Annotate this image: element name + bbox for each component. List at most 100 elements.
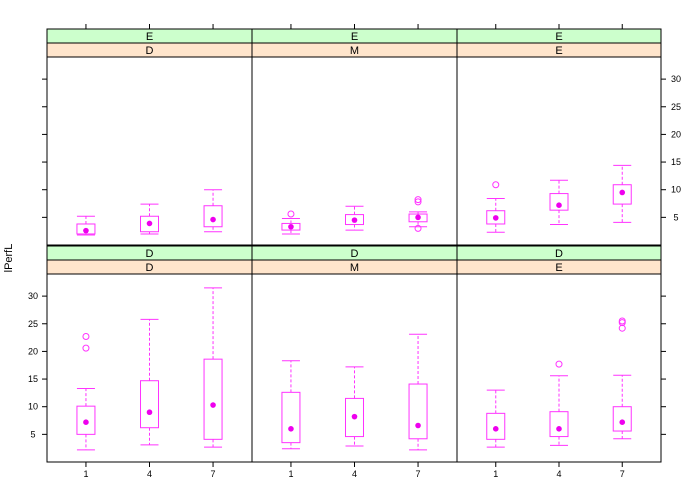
box-iqr (76, 405, 96, 435)
strip-outer-label: D (146, 248, 154, 260)
y-tick-label-right: 15 (671, 157, 681, 167)
box-iqr (140, 215, 159, 233)
x-tick-label: 4 (352, 469, 357, 479)
box-1 (76, 215, 96, 236)
x-tick-label: 4 (556, 469, 561, 479)
median-dot (146, 220, 153, 227)
strip-inner-label: M (350, 45, 359, 57)
y-tick-label-right: 20 (671, 129, 681, 139)
x-tick-label: 1 (493, 469, 498, 479)
box-iqr (549, 193, 569, 211)
outlier-point (287, 210, 295, 218)
y-tick-label-left: 15 (28, 374, 38, 384)
panel (251, 273, 458, 463)
outlier-point (414, 224, 422, 232)
box-1 (76, 332, 96, 451)
median-dot (146, 409, 153, 416)
strip-outer-label: D (555, 248, 563, 260)
box-7 (203, 189, 223, 233)
outlier-point (82, 332, 90, 340)
box-7 (612, 317, 632, 440)
panel-frame (251, 56, 458, 246)
panel (456, 273, 662, 463)
y-tick-label-right: 5 (673, 212, 678, 222)
median-dot (351, 217, 358, 223)
box-iqr (549, 411, 569, 438)
x-tick-label: 7 (416, 469, 421, 479)
box-4 (345, 205, 364, 231)
box-iqr (486, 412, 506, 440)
median-dot (556, 426, 562, 432)
strip-outer-label: D (351, 248, 359, 260)
outlier-point (414, 198, 422, 206)
strip-inner-label: M (350, 262, 359, 274)
box-4 (140, 318, 159, 446)
x-tick-label: 7 (211, 469, 216, 479)
box-iqr (408, 383, 428, 440)
x-tick-label: 1 (288, 469, 293, 479)
outlier-point (414, 196, 422, 204)
strip-inner-label: D (146, 45, 154, 57)
median-dot (492, 426, 499, 432)
box-iqr (345, 214, 364, 226)
y-tick-label-right: 10 (671, 185, 681, 195)
panel-frame (46, 56, 253, 246)
box-4 (345, 366, 364, 447)
median-dot (83, 419, 89, 425)
box-1 (486, 389, 506, 448)
median-dot (492, 215, 499, 221)
box-1 (281, 210, 301, 235)
y-tick-label-right: 25 (671, 102, 681, 112)
box-7 (612, 164, 632, 223)
box-7 (203, 287, 223, 448)
x-tick-label: 4 (147, 469, 152, 479)
box-iqr (76, 223, 96, 235)
box-1 (486, 181, 506, 233)
median-dot (351, 413, 358, 420)
median-dot (619, 419, 626, 425)
box-1 (281, 360, 301, 450)
box-iqr (408, 213, 428, 223)
box-iqr (140, 380, 159, 429)
median-dot (288, 426, 294, 432)
box-iqr (203, 358, 223, 440)
box-iqr (203, 205, 223, 228)
box-iqr (345, 397, 364, 438)
median-dot (415, 422, 421, 429)
box-iqr (281, 391, 301, 444)
y-tick-label-left: 20 (28, 346, 38, 356)
panel (456, 56, 662, 246)
median-dot (288, 223, 294, 230)
panel (46, 273, 253, 463)
strip-outer-label: E (146, 31, 153, 43)
box-iqr (281, 222, 301, 231)
x-tick-label: 7 (620, 469, 625, 479)
box-7 (408, 333, 428, 451)
y-tick-label-right: 30 (671, 74, 681, 84)
y-tick-label-left: 5 (30, 429, 35, 439)
median-dot (210, 402, 216, 408)
x-tick-label: 1 (83, 469, 88, 479)
panel (46, 56, 253, 246)
box-iqr (612, 184, 632, 205)
box-4 (140, 203, 159, 235)
panel (251, 56, 458, 246)
panel-frame (456, 56, 662, 246)
strip-inner-label: E (555, 262, 562, 274)
strip-outer-label: E (351, 31, 358, 43)
median-dot (619, 189, 626, 196)
box-4 (549, 360, 569, 446)
y-tick-label-left: 10 (28, 402, 38, 412)
outlier-point (618, 317, 626, 325)
strip-inner-label: E (555, 45, 562, 57)
box-7 (408, 196, 428, 232)
outlier-point (82, 344, 90, 352)
y-tick-label-left: 30 (28, 291, 38, 301)
box-4 (549, 179, 569, 226)
panel-frame (456, 273, 662, 463)
box-iqr (486, 210, 506, 225)
box-iqr (612, 406, 632, 432)
